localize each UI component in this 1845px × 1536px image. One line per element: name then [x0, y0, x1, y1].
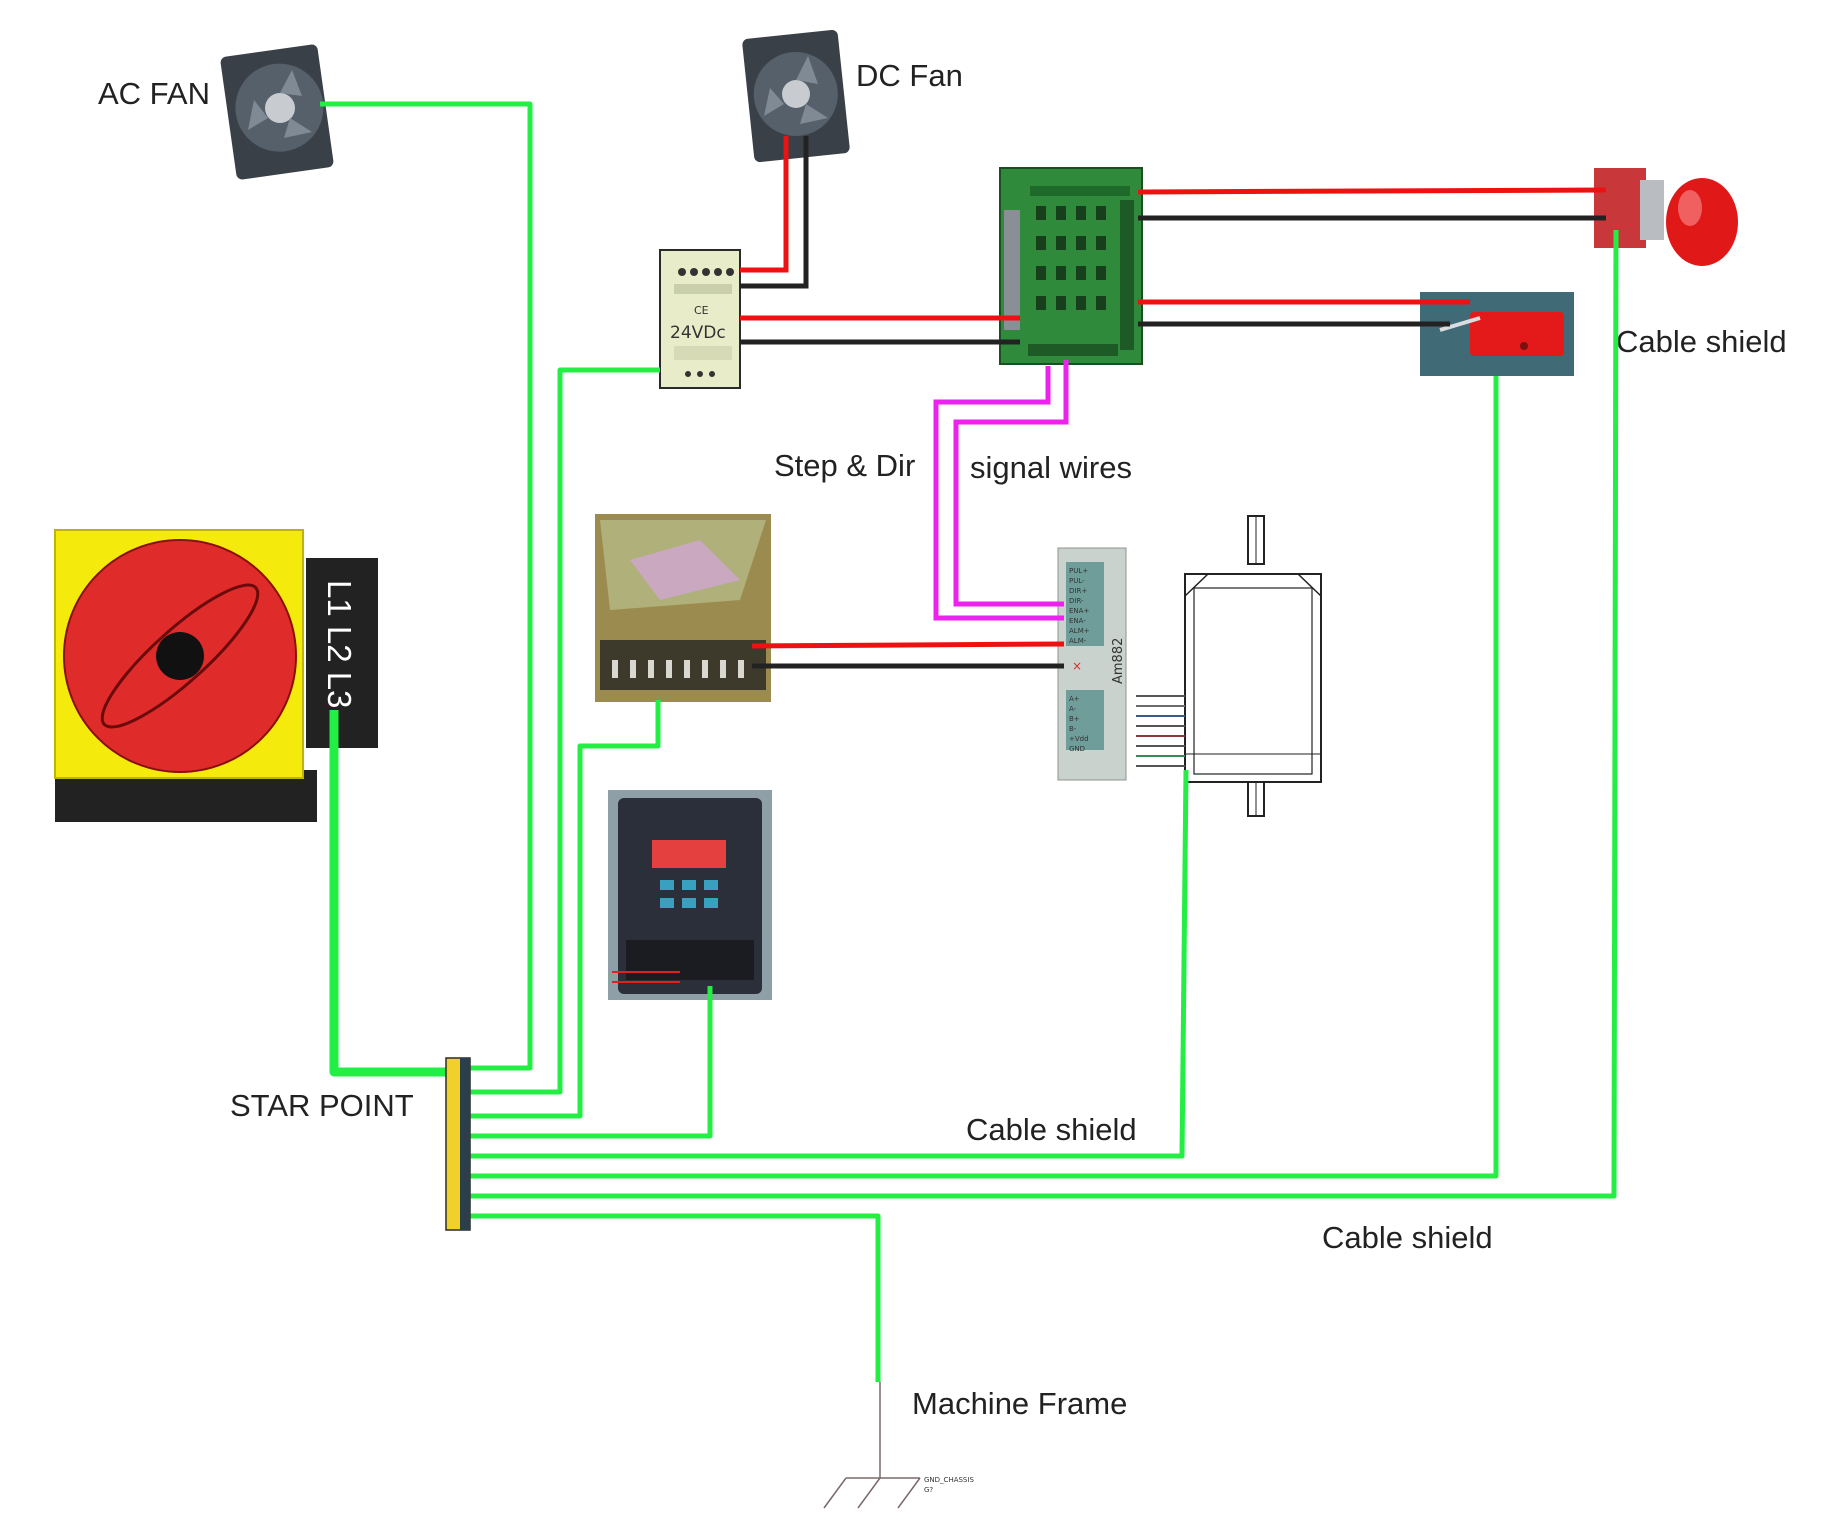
- psu-ce-mark: CE: [694, 304, 709, 317]
- driver-pin-a-plus: A+: [1069, 695, 1080, 703]
- driver-pin-b-minus: B-: [1069, 725, 1077, 733]
- dc-fan-wires: [740, 136, 809, 289]
- isolator-phase-labels: L1 L2 L3: [321, 580, 358, 708]
- driver-pin-dir-plus: DIR+: [1069, 587, 1087, 595]
- ground-wires: [320, 101, 1619, 1382]
- driver-pin-pul-minus: PUL-: [1069, 577, 1085, 585]
- driver-pin-ena-plus: ENA+: [1069, 607, 1089, 615]
- psu-to-breakout-wires: [740, 315, 1020, 345]
- motor-leads: [1136, 695, 1185, 767]
- driver-pin-alm-plus: ALM+: [1069, 627, 1090, 635]
- driver-x-mark: ×: [1072, 659, 1082, 673]
- step-dir-signal-wires: [933, 360, 1069, 621]
- motor-power-supply: [595, 514, 771, 702]
- motor-cable-shield-label: Cable shield: [966, 1112, 1137, 1147]
- chassis-ground-symbol: [823, 1382, 921, 1509]
- dc-fan-icon: [742, 29, 850, 163]
- breakout-board: [999, 167, 1143, 365]
- driver-pin-dir-minus: DIR-: [1069, 597, 1084, 605]
- dc-fan-label: DC Fan: [856, 58, 963, 93]
- ground-net-name: GND_CHASSIS: [924, 1476, 974, 1484]
- machine-frame-label: Machine Frame: [912, 1386, 1127, 1421]
- star-point-busbar: [445, 1057, 471, 1231]
- ac-fan-icon: [220, 44, 334, 180]
- driver-pin-gnd: GND: [1069, 745, 1085, 753]
- driver-pin-b-plus: B+: [1069, 715, 1080, 723]
- vfd-inverter: [608, 790, 772, 1000]
- ac-fan-label: AC FAN: [98, 76, 210, 111]
- limit-switch-wires: [1138, 299, 1470, 327]
- star-point-label: STAR POINT: [230, 1088, 414, 1123]
- motor-psu-to-driver-wires: [751, 641, 1065, 669]
- limit-switch-icon: [1420, 292, 1574, 376]
- psu-24v: CE 24VDc: [659, 249, 741, 389]
- ground-ref: G?: [924, 1486, 933, 1494]
- driver-pin-pul-plus: PUL+: [1069, 567, 1088, 575]
- bottom-cable-shield-label: Cable shield: [1322, 1220, 1493, 1255]
- estop-wires: [1137, 187, 1607, 221]
- psu-voltage-label: 24VDc: [670, 323, 726, 343]
- isolator-switch: L1 L2 L3: [54, 529, 378, 822]
- driver-pin-alm-minus: ALM-: [1069, 637, 1087, 645]
- stepper-motor: [1184, 515, 1322, 817]
- stepper-driver: PUL+ PUL- DIR+ DIR- ENA+ ENA- ALM+ ALM- …: [1057, 547, 1127, 781]
- driver-pin-vdd: +Vdd: [1069, 735, 1089, 743]
- estop-cable-shield-label: Cable shield: [1616, 324, 1787, 359]
- signal-wires-label: signal wires: [970, 450, 1132, 485]
- step-dir-label: Step & Dir: [774, 448, 915, 483]
- driver-model-label: Am882: [1111, 638, 1126, 684]
- emergency-stop-icon: [1594, 168, 1738, 266]
- driver-pin-a-minus: A-: [1069, 705, 1077, 713]
- driver-pin-ena-minus: ENA-: [1069, 617, 1086, 625]
